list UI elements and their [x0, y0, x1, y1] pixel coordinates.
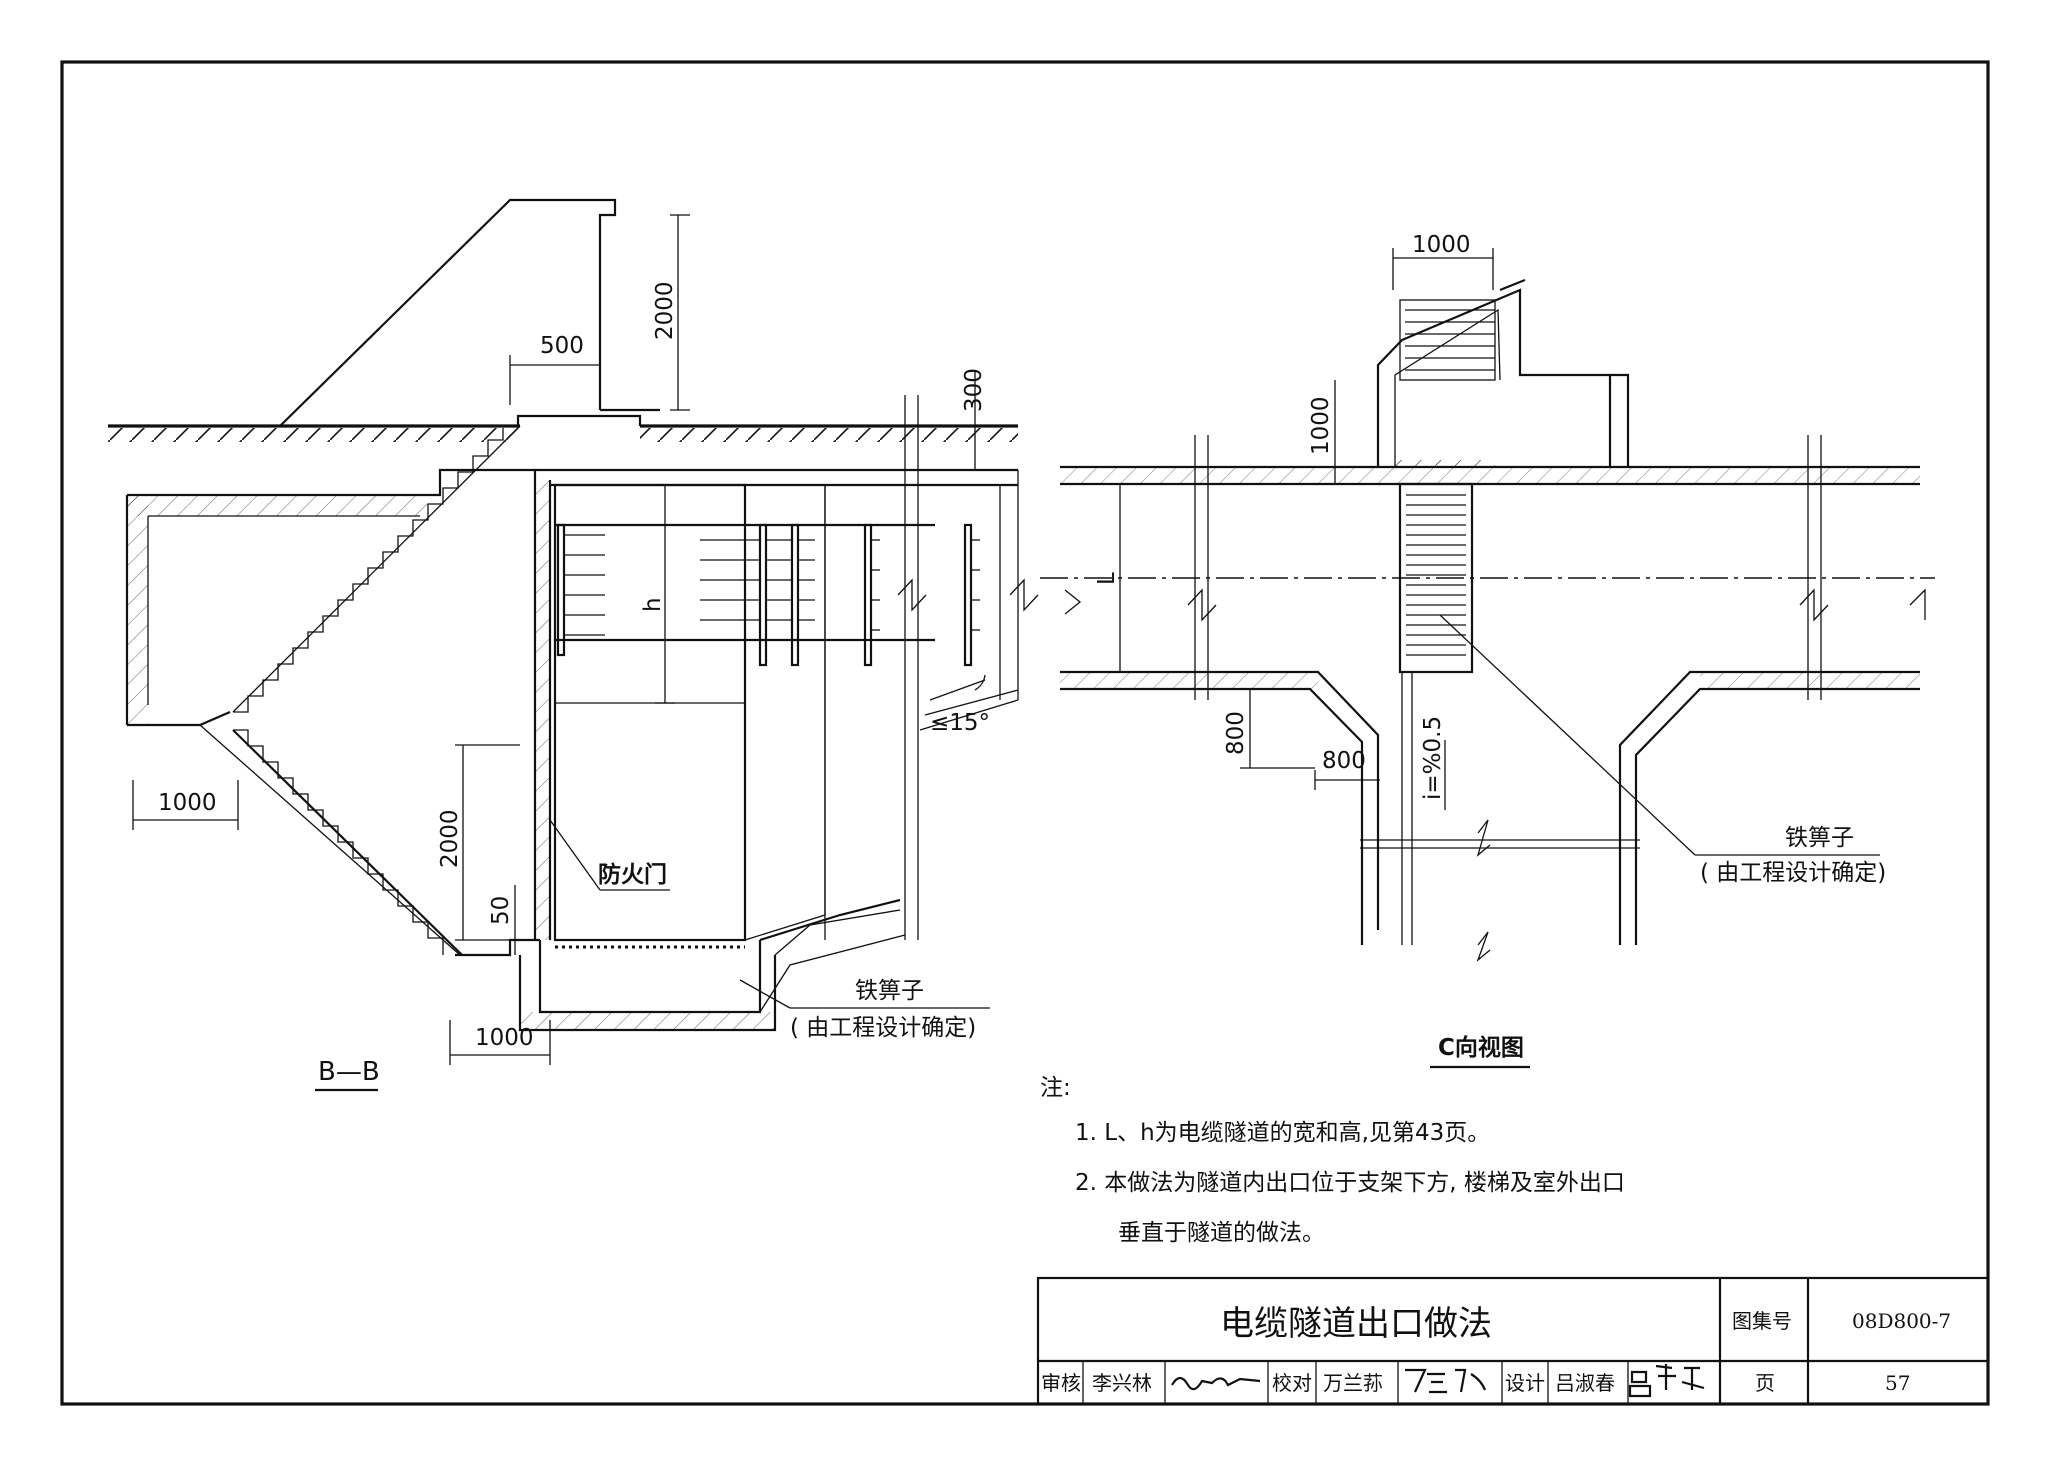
- design-label: 设计: [1505, 1371, 1545, 1395]
- dim-2000-door: 2000: [437, 809, 463, 868]
- section-bb-title: B—B: [318, 1057, 380, 1087]
- grating-note-bb: ( 由工程设计确定): [790, 1015, 976, 1041]
- check-label: 校对: [1272, 1371, 1312, 1395]
- note-2-continued: 垂直于隧道的做法。: [1118, 1220, 1325, 1246]
- reviewer-signature: [1171, 1376, 1261, 1391]
- title-block: [1036, 1276, 1990, 1406]
- view-c-drawing: [1040, 248, 1935, 963]
- dim-800-horizontal: 800: [1322, 748, 1366, 774]
- dim-1000-top-c: 1000: [1412, 232, 1471, 258]
- sheet-border: [60, 60, 1990, 1406]
- note-1: 1. L、h为电缆隧道的宽和高,见第43页。: [1075, 1120, 1490, 1146]
- dim-2000-top: 2000: [652, 281, 678, 340]
- dim-h: h: [640, 597, 666, 612]
- checker-signature: [1405, 1368, 1487, 1394]
- fire-door-label: 防火门: [598, 861, 667, 888]
- atlas-number: 08D800-7: [1852, 1309, 1951, 1333]
- atlas-label: 图集号: [1732, 1309, 1792, 1333]
- dim-L: L: [1094, 572, 1120, 585]
- dim-500: 500: [540, 333, 584, 359]
- slope-label-c: i=%0.5: [1420, 716, 1446, 800]
- dim-300: 300: [961, 368, 987, 412]
- drawing-title: 电缆隧道出口做法: [1220, 1304, 1492, 1344]
- checker-name: 万兰荪: [1323, 1371, 1383, 1395]
- note-2: 2. 本做法为隧道内出口位于支架下方, 楼梯及室外出口: [1075, 1170, 1625, 1196]
- dim-slope-15: ≤15°: [930, 710, 990, 736]
- dim-1000-left: 1000: [158, 790, 217, 816]
- cable-brackets: [555, 523, 980, 667]
- dim-1000-bottom: 1000: [475, 1025, 534, 1051]
- notes-heading: 注:: [1040, 1075, 1071, 1101]
- page-label: 页: [1755, 1371, 1775, 1395]
- dim-1000-side-c: 1000: [1308, 396, 1334, 455]
- dim-50: 50: [488, 896, 514, 925]
- grating-label-c: 铁箅子: [1785, 825, 1854, 851]
- review-label: 审核: [1041, 1371, 1081, 1395]
- reviewer-name: 李兴林: [1092, 1371, 1152, 1395]
- designer-signature: [1628, 1364, 1705, 1398]
- grating-label-bb: 铁箅子: [855, 978, 924, 1004]
- section-bb-drawing: [108, 198, 1039, 1065]
- view-c-title: C向视图: [1438, 1034, 1524, 1061]
- page-number: 57: [1885, 1371, 1910, 1395]
- grating-note-c: ( 由工程设计确定): [1700, 860, 1886, 886]
- designer-name: 吕淑春: [1555, 1371, 1615, 1395]
- dim-800-vertical: 800: [1223, 711, 1249, 755]
